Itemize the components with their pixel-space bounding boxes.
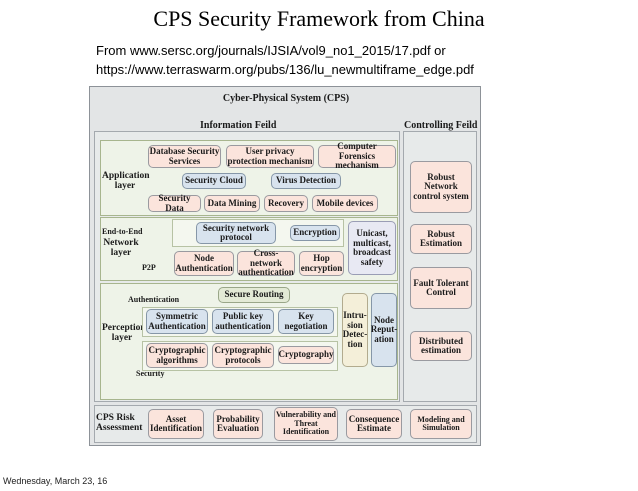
unicast-multicast-broadcast-box: Unicast, multicast, broadcast safety — [348, 221, 396, 275]
perception-layer-label: Perception layer — [102, 323, 146, 343]
hop-encryption-box: Hop encryption — [299, 251, 344, 276]
information-field-label: Information Feild — [200, 120, 277, 131]
application-layer-label: Application layer — [102, 171, 150, 191]
computer-forensics-box: Computer Forensics mechanism — [318, 142, 396, 170]
security-network-protocol-box: Security network protocol — [196, 222, 276, 244]
network-layer-label: Network layer — [103, 238, 139, 258]
recovery-box: Recovery — [264, 195, 308, 212]
node-authentication-box: Node Authentication — [174, 251, 234, 276]
security-cloud-box: Security Cloud — [182, 173, 246, 189]
modeling-simulation-box: Modeling and Simulation — [410, 409, 472, 439]
end-to-end-label: End-to-End — [102, 227, 143, 236]
secure-routing-box: Secure Routing — [218, 287, 290, 303]
mobile-devices-box: Mobile devices — [312, 195, 378, 212]
cryptographic-protocols-box: Cryptographic protocols — [212, 343, 274, 368]
probability-evaluation-box: Probability Evaluation — [213, 409, 263, 439]
p2p-label: P2P — [142, 263, 156, 272]
consequence-estimate-box: Consequence Estimate — [346, 409, 402, 439]
risk-assessment-label: CPS Risk Assessment — [96, 413, 143, 433]
robust-network-control-box: Robust Network control system — [410, 161, 472, 213]
security-label: Security — [136, 369, 165, 378]
user-privacy-protection-box: User privacy protection mechanism — [226, 145, 314, 168]
intrusion-detection-box: Intru-sion Detec-tion — [342, 293, 368, 367]
encryption-box: Encryption — [290, 225, 340, 241]
footer-date: Wednesday, March 23, 16 — [3, 476, 108, 486]
key-negotiation-box: Key negotiation — [278, 309, 334, 334]
controlling-field-label: Controlling Feild — [404, 120, 478, 131]
cross-network-authentication-box: Cross-network authentication — [237, 248, 295, 278]
vulnerability-threat-identification-box: Vulnerability and Threat Identification — [274, 407, 338, 441]
robust-estimation-box: Robust Estimation — [410, 224, 472, 254]
distributed-estimation-box: Distributed estimation — [410, 331, 472, 361]
cryptographic-algorithms-box: Cryptographic algorithms — [146, 343, 208, 368]
database-security-services-box: Database Security Services — [148, 145, 221, 168]
data-mining-box: Data Mining — [204, 195, 260, 212]
cps-title: Cyber-Physical System (CPS) — [222, 93, 350, 104]
source-line-1: From www.sersc.org/journals/IJSIA/vol9_n… — [96, 43, 446, 58]
node-reputation-box: Node Reput-ation — [371, 293, 397, 367]
virus-detection-box: Virus Detection — [271, 173, 341, 189]
public-key-authentication-box: Public key authentication — [212, 309, 274, 334]
asset-identification-box: Asset Identification — [148, 409, 204, 439]
security-data-box: Security Data — [148, 193, 201, 212]
authentication-label: Authentication — [128, 295, 180, 304]
symmetric-authentication-box: Symmetric Authentication — [146, 309, 208, 334]
cryptography-box: Cryptography — [278, 346, 334, 364]
source-line-2: https://www.terraswarm.org/pubs/136/lu_n… — [96, 62, 474, 77]
fault-tolerant-control-box: Fault Tolerant Control — [410, 267, 472, 309]
slide-title: CPS Security Framework from China — [153, 6, 485, 31]
cps-framework-diagram: Cyber-Physical System (CPS) Information … — [89, 86, 481, 446]
